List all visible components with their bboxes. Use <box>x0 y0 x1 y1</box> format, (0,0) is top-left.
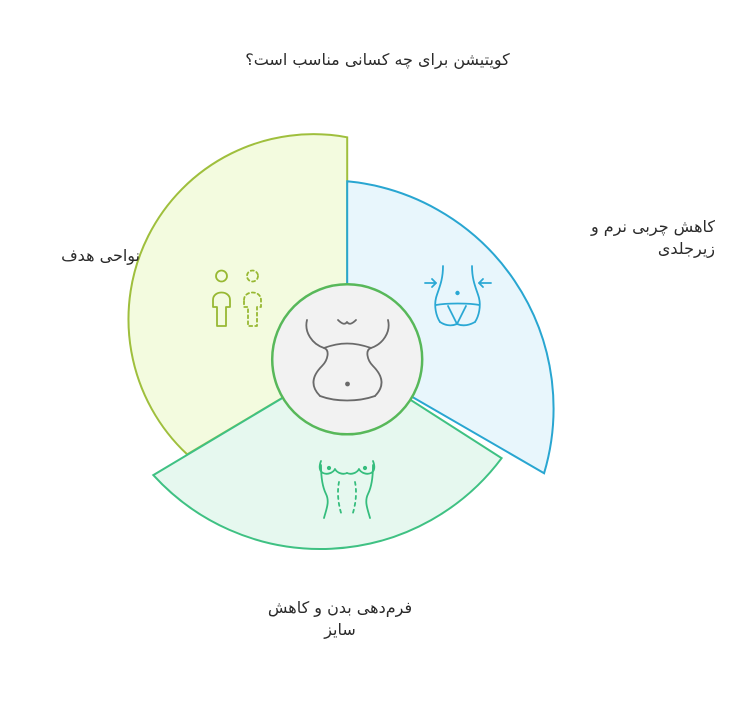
label-body-contour-line-2: سایز <box>324 620 356 639</box>
segment-fat-reduction <box>346 180 555 475</box>
label-body-contour-line-1: فرم‌دهی بدن و کاهش <box>267 598 413 617</box>
segment-body-contour <box>151 358 504 551</box>
label-fat-reduction-line-2: زیرجلدی <box>657 239 715 258</box>
waist-slimming-icon <box>424 265 492 327</box>
body-torso-icon <box>305 319 390 402</box>
label-fat-reduction: کاهش چربی نرم و زیرجلدی <box>540 216 715 260</box>
label-fat-reduction-line-1: کاهش چربی نرم و <box>590 217 715 236</box>
diagram-title: کویتیشن برای چه کسانی مناسب است؟ <box>245 50 510 69</box>
label-target-areas: نواحی هدف <box>0 245 140 267</box>
target-areas-icon <box>212 269 262 327</box>
center-circle <box>270 283 424 436</box>
label-target-areas-line-1: نواحی هدف <box>61 246 140 265</box>
body-contour-icon <box>318 460 376 519</box>
label-body-contour: فرم‌دهی بدن و کاهش سایز <box>245 597 435 641</box>
